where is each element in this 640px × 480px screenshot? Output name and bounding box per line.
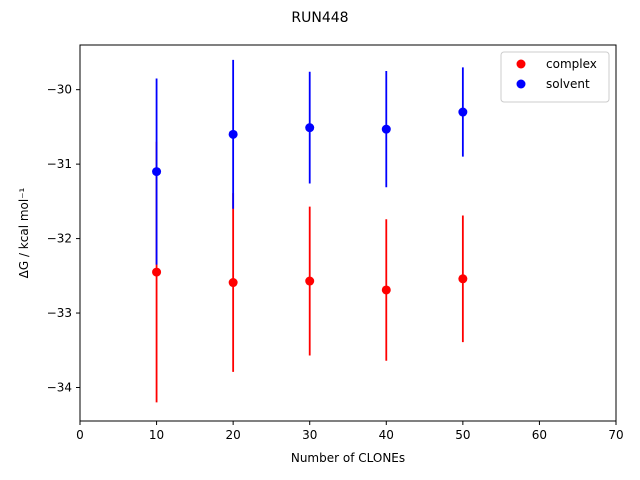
x-tick-label-3: 30 xyxy=(302,428,317,442)
y-tick-label-4: −30 xyxy=(47,83,72,97)
point-complex-3 xyxy=(381,285,391,295)
plot-area xyxy=(152,59,468,403)
x-tick-label-4: 40 xyxy=(379,428,394,442)
legend-box xyxy=(500,51,610,103)
x-tick-label-1: 10 xyxy=(149,428,164,442)
point-solvent-4 xyxy=(458,107,468,117)
point-complex-2 xyxy=(305,276,315,286)
axes-frame xyxy=(79,44,617,422)
y-tick-label-0: −34 xyxy=(47,380,72,394)
legend-marker-solvent xyxy=(516,79,526,89)
y-tick-label-3: −31 xyxy=(47,157,72,171)
x-tick-label-0: 0 xyxy=(76,428,84,442)
legend-label-complex: complex xyxy=(546,57,597,71)
chart-title: RUN448 xyxy=(291,10,348,26)
x-tick-label-7: 70 xyxy=(608,428,623,442)
legend-marker-complex xyxy=(516,59,526,69)
point-solvent-1 xyxy=(228,129,238,139)
point-complex-0 xyxy=(152,267,162,277)
x-axis-label: Number of CLONEs xyxy=(291,451,405,465)
series-solvent xyxy=(152,59,468,265)
y-tick-label-2: −32 xyxy=(47,232,72,246)
legend-label-solvent: solvent xyxy=(546,77,590,91)
point-solvent-2 xyxy=(305,123,315,133)
point-solvent-0 xyxy=(152,167,162,177)
legend: complex solvent xyxy=(500,51,610,103)
y-axis-label: ΔG / kcal mol⁻¹ xyxy=(17,187,31,278)
y-tick-label-1: −33 xyxy=(47,306,72,320)
x-tick-label-6: 60 xyxy=(532,428,547,442)
point-complex-1 xyxy=(228,278,238,288)
axes: 0 10 20 30 40 50 60 70 −34 −33 −32 −31 −30 xyxy=(47,44,624,442)
x-tick-label-2: 20 xyxy=(226,428,241,442)
point-complex-4 xyxy=(458,274,468,284)
x-tick-label-5: 50 xyxy=(455,428,470,442)
point-solvent-3 xyxy=(381,124,391,134)
